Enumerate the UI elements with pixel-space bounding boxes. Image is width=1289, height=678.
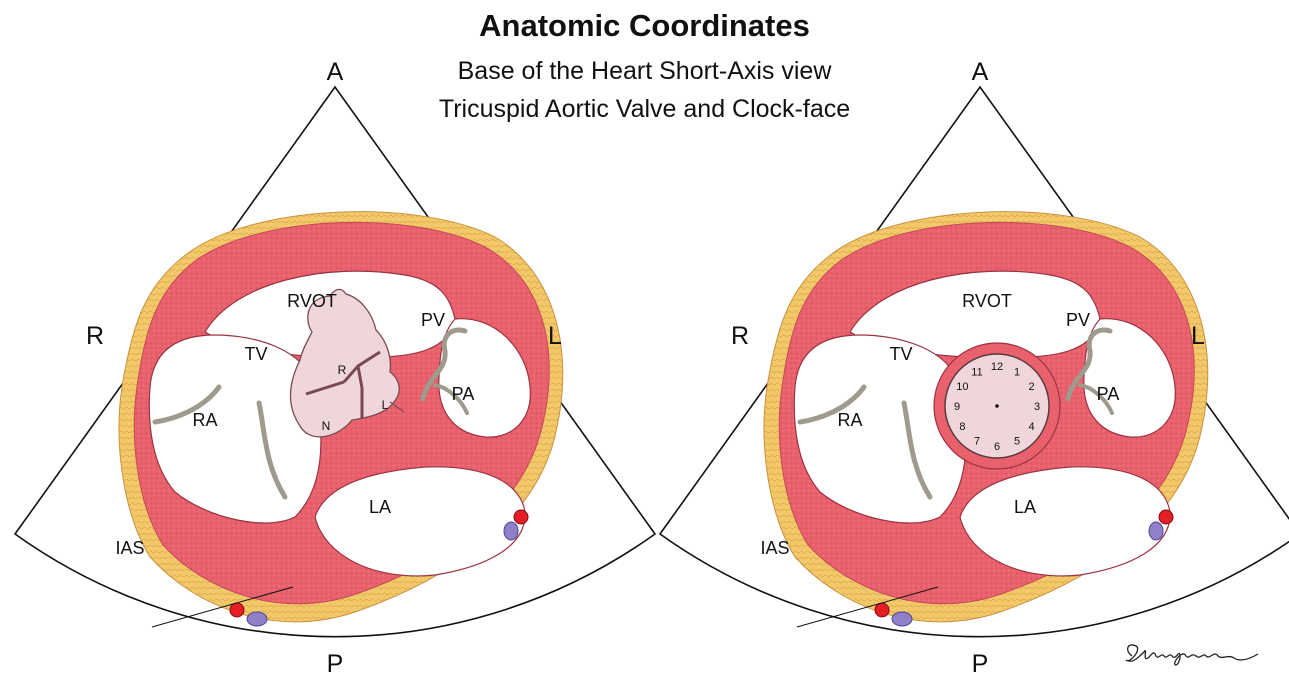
pv-label: PV: [421, 310, 445, 330]
right-side-label-left: R: [86, 322, 104, 350]
tv-label: TV: [244, 344, 267, 364]
la-label: LA: [369, 497, 391, 517]
noncoronary-cusp-label: N: [322, 419, 331, 433]
clock-number-12: 12: [991, 361, 1003, 373]
pv-label: PV: [1066, 310, 1090, 330]
anterior-label-left: A: [327, 58, 344, 86]
ias-label: IAS: [760, 538, 789, 558]
pa-label: PA: [452, 384, 475, 404]
left-side-label-right: L: [1191, 322, 1205, 350]
rvot-label: RVOT: [962, 291, 1012, 311]
pa-label: PA: [1097, 384, 1120, 404]
clock-number-8: 8: [959, 421, 965, 433]
ra-label: RA: [837, 410, 862, 430]
posterior-label-left: P: [327, 650, 344, 678]
posterior-label-right: P: [972, 650, 989, 678]
left-cusp-label: L: [382, 398, 389, 412]
clock-number-9: 9: [954, 401, 960, 413]
clock-number-1: 1: [1014, 366, 1020, 378]
clock-number-11: 11: [971, 366, 982, 378]
rvot-label: RVOT: [287, 291, 337, 311]
clock-number-10: 10: [956, 381, 968, 393]
right-heart-diagram: [660, 87, 1289, 637]
la-label: LA: [1014, 497, 1036, 517]
right-side-label-right: R: [731, 322, 749, 350]
clock-number-3: 3: [1034, 401, 1040, 413]
clock-number-5: 5: [1014, 436, 1020, 448]
artist-signature: [1118, 638, 1278, 674]
tv-label: TV: [889, 344, 912, 364]
left-heart-diagram: [15, 87, 655, 637]
clock-number-6: 6: [994, 441, 1000, 453]
right-cusp-label: R: [338, 363, 347, 377]
ias-label: IAS: [115, 538, 144, 558]
ra-label: RA: [192, 410, 217, 430]
clock-number-4: 4: [1029, 421, 1035, 433]
clock-number-7: 7: [974, 436, 980, 448]
anterior-label-right: A: [972, 58, 989, 86]
clock-number-2: 2: [1029, 381, 1035, 393]
left-side-label-left: L: [548, 322, 562, 350]
